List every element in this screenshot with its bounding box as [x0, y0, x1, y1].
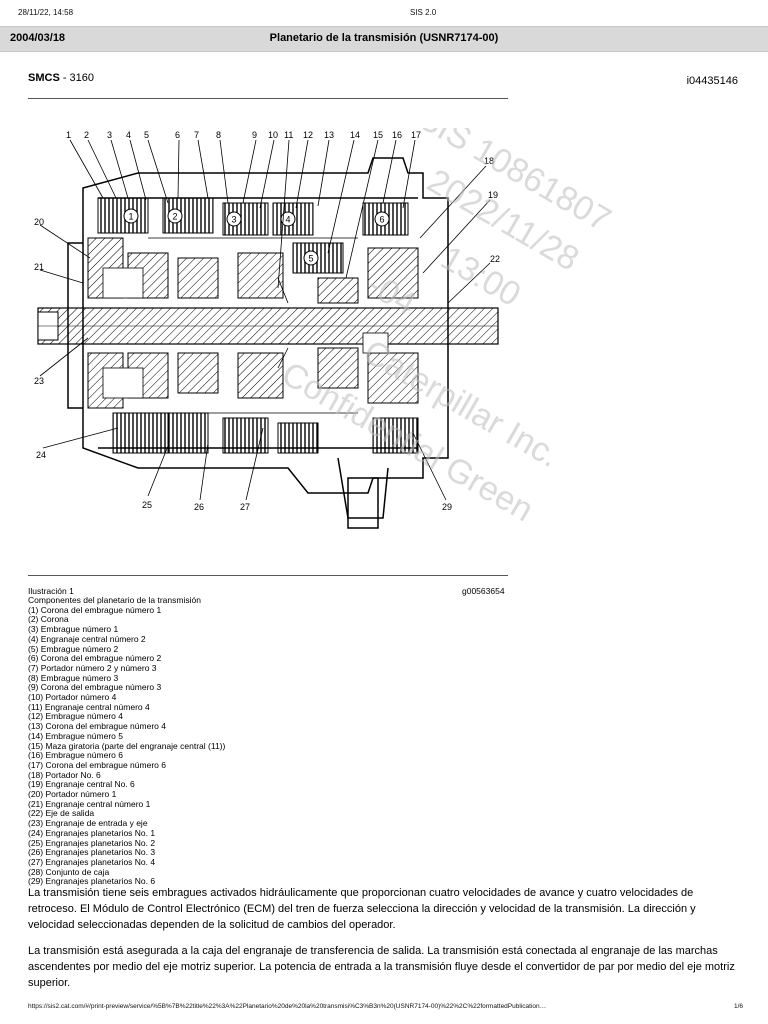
clutch-marker-1: 1 — [128, 212, 133, 222]
clutch-marker-3: 3 — [231, 215, 236, 225]
list-item: (1) Corona del embrague número 1 — [28, 604, 162, 615]
callout-10: 10 — [268, 130, 278, 140]
clutch-marker-4: 4 — [285, 215, 290, 225]
callout-7: 7 — [194, 130, 199, 140]
callout-22: 22 — [490, 254, 500, 264]
list-item: (11) Engranaje central número 4 — [28, 701, 150, 712]
divider — [28, 575, 508, 576]
planetary-gears — [87, 237, 419, 409]
component-list: Componentes del planetario de la transmi… — [28, 595, 226, 887]
list-item: (2) Corona — [28, 614, 69, 625]
list-item: (7) Portador número 2 y número 3 — [28, 662, 157, 673]
list-item: (12) Embrague número 4 — [28, 711, 123, 722]
page-number: 1/6 — [734, 1003, 744, 1010]
smcs-value: - 3160 — [59, 72, 95, 84]
callout-29: 29 — [442, 502, 452, 512]
callout-16: 16 — [392, 130, 402, 140]
component-list-title: Componentes del planetario de la transmi… — [28, 595, 201, 605]
callout-21: 21 — [34, 262, 44, 272]
document-title: Planetario de la transmisión (USNR7174-0… — [269, 32, 499, 44]
graphic-id: g00563654 — [462, 586, 505, 596]
figure-caption: Ilustración 1 — [28, 586, 74, 596]
callout-25: 25 — [142, 500, 152, 510]
upper-clutch-packs — [97, 197, 409, 274]
inner-outlines — [102, 237, 389, 414]
callout-labels: 1 2 3 4 5 6 7 8 9 10 11 12 13 14 15 16 1… — [34, 130, 500, 512]
list-item: (15) Maza giratoria (parte del engranaje… — [28, 740, 226, 751]
list-item: (14) Embrague número 5 — [28, 730, 123, 741]
callout-2: 2 — [84, 130, 89, 140]
list-item: (10) Portador número 4 — [28, 692, 117, 703]
callout-13: 13 — [324, 130, 334, 140]
list-item: (6) Corona del embrague número 2 — [28, 653, 162, 664]
list-item: (28) Conjunto de caja — [28, 866, 110, 877]
list-item: (21) Engranaje central número 1 — [28, 798, 151, 809]
list-item: (17) Corona del embrague número 6 — [28, 759, 166, 770]
callout-5: 5 — [144, 130, 149, 140]
callout-17: 17 — [411, 130, 421, 140]
clutch-number-markers: 1 2 3 4 5 6 — [123, 208, 390, 266]
list-item: (8) Embrague número 3 — [28, 672, 119, 683]
callout-26: 26 — [194, 502, 204, 512]
list-item: (29) Engranajes planetarios No. 6 — [28, 876, 156, 887]
document-header-bar: 2004/03/18 Planetario de la transmisión … — [0, 26, 768, 52]
callout-4: 4 — [126, 130, 131, 140]
callout-18: 18 — [484, 156, 494, 166]
clutch-marker-6: 6 — [379, 215, 384, 225]
list-item: (24) Engranajes planetarios No. 1 — [28, 827, 156, 838]
clutch-marker-5: 5 — [308, 254, 313, 264]
list-item: (27) Engranajes planetarios No. 4 — [28, 856, 156, 867]
callout-14: 14 — [350, 130, 360, 140]
print-url[interactable]: https://sis2.cat.com/#/print-preview/ser… — [28, 1003, 547, 1010]
list-item: (26) Engranajes planetarios No. 3 — [28, 847, 156, 858]
callout-20: 20 — [34, 217, 44, 227]
list-item: (3) Embrague número 1 — [28, 624, 119, 635]
smcs-code: SMCS - 3160 — [28, 72, 94, 84]
list-item: (23) Engranaje de entrada y eje — [28, 818, 148, 829]
callout-23: 23 — [34, 376, 44, 386]
lower-clutch-packs — [112, 412, 419, 454]
callout-9: 9 — [252, 130, 257, 140]
document-id: i04435146 — [686, 75, 738, 87]
list-item: (18) Portador No. 6 — [28, 769, 101, 780]
clutch-marker-2: 2 — [172, 212, 177, 222]
description-paragraph-1: La transmisión tiene seis embragues acti… — [28, 887, 696, 931]
smcs-label: SMCS — [28, 72, 60, 84]
document-date: 2004/03/18 — [10, 32, 66, 44]
callout-8: 8 — [216, 130, 221, 140]
divider — [28, 98, 508, 99]
list-item: (13) Corona del embrague número 4 — [28, 721, 166, 732]
callout-12: 12 — [303, 130, 313, 140]
callout-6: 6 — [175, 130, 180, 140]
list-item: (25) Engranajes planetarios No. 2 — [28, 837, 156, 848]
list-item: (22) Eje de salida — [28, 808, 95, 819]
callout-19: 19 — [488, 190, 498, 200]
list-item: (5) Embrague número 2 — [28, 643, 119, 654]
callout-leaders — [39, 139, 491, 501]
callout-24: 24 — [36, 450, 46, 460]
callout-27: 27 — [240, 502, 250, 512]
list-item: (20) Portador número 1 — [28, 789, 117, 800]
print-footer: https://sis2.cat.com/#/print-preview/ser… — [28, 1003, 743, 1010]
list-item: (9) Corona del embrague número 3 — [28, 682, 162, 693]
main-shaft — [37, 307, 499, 345]
list-item: (16) Embrague número 6 — [28, 750, 123, 761]
callout-11: 11 — [284, 130, 293, 140]
callout-15: 15 — [373, 130, 383, 140]
description-paragraph-2: La transmisión está asegurada a la caja … — [28, 945, 735, 989]
transmission-cross-section-figure: 1 2 3 4 5 6 — [34, 128, 617, 529]
callout-1: 1 — [66, 130, 71, 140]
print-title: SIS 2.0 — [410, 8, 437, 17]
list-item: (19) Engranaje central No. 6 — [28, 779, 135, 790]
list-item: (4) Engranaje central número 2 — [28, 633, 146, 644]
print-datetime: 28/11/22, 14:58 — [18, 8, 74, 17]
callout-3: 3 — [107, 130, 112, 140]
